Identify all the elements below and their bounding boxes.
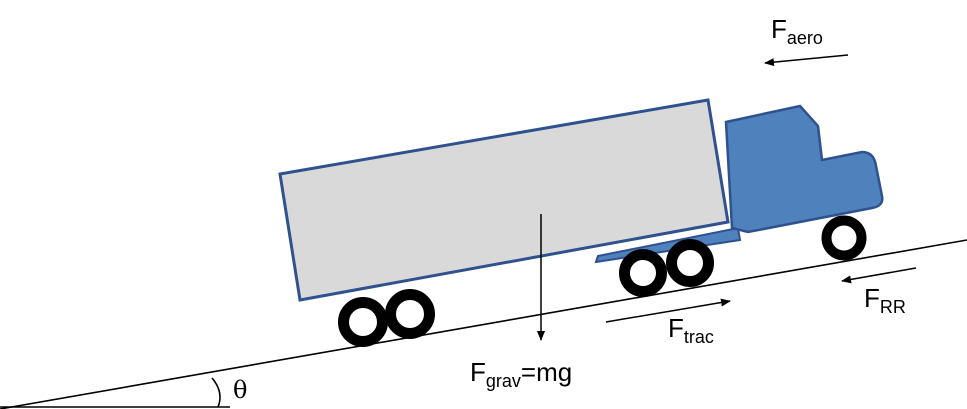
wheel [619,249,667,297]
wheel [338,297,388,347]
aero-force-arrow [764,54,849,67]
wheel [666,239,714,287]
ground-incline-line [0,239,967,409]
gravity-force-equation: =mg [521,357,572,387]
trailer-box [278,98,730,302]
gravity-force-label: Fgrav=mg [470,357,572,391]
rolling-resistance-force-arrow [841,267,917,284]
traction-force-main: F [668,313,684,343]
drive-wheels [619,239,714,297]
aero-force-subscript: aero [787,28,823,48]
gravity-force-main: F [470,357,486,387]
aero-force-label: Faero [771,14,823,48]
truck-cab [594,104,884,264]
rolling-resistance-subscript: RR [880,297,906,317]
front-wheel [821,215,867,261]
gravity-force-subscript: grav [486,371,521,391]
aero-force-main: F [771,14,787,44]
traction-force-label: Ftrac [668,313,714,347]
traction-force-subscript: trac [684,327,714,347]
incline-angle-label: θ [233,376,247,404]
rolling-resistance-main: F [864,283,880,313]
rolling-resistance-label: FRR [864,283,906,317]
trailer-rear-wheels [338,289,435,347]
angle-arc [211,377,221,408]
cab-body [724,104,884,234]
wheel [385,289,435,339]
traction-force-arrow [605,298,731,323]
